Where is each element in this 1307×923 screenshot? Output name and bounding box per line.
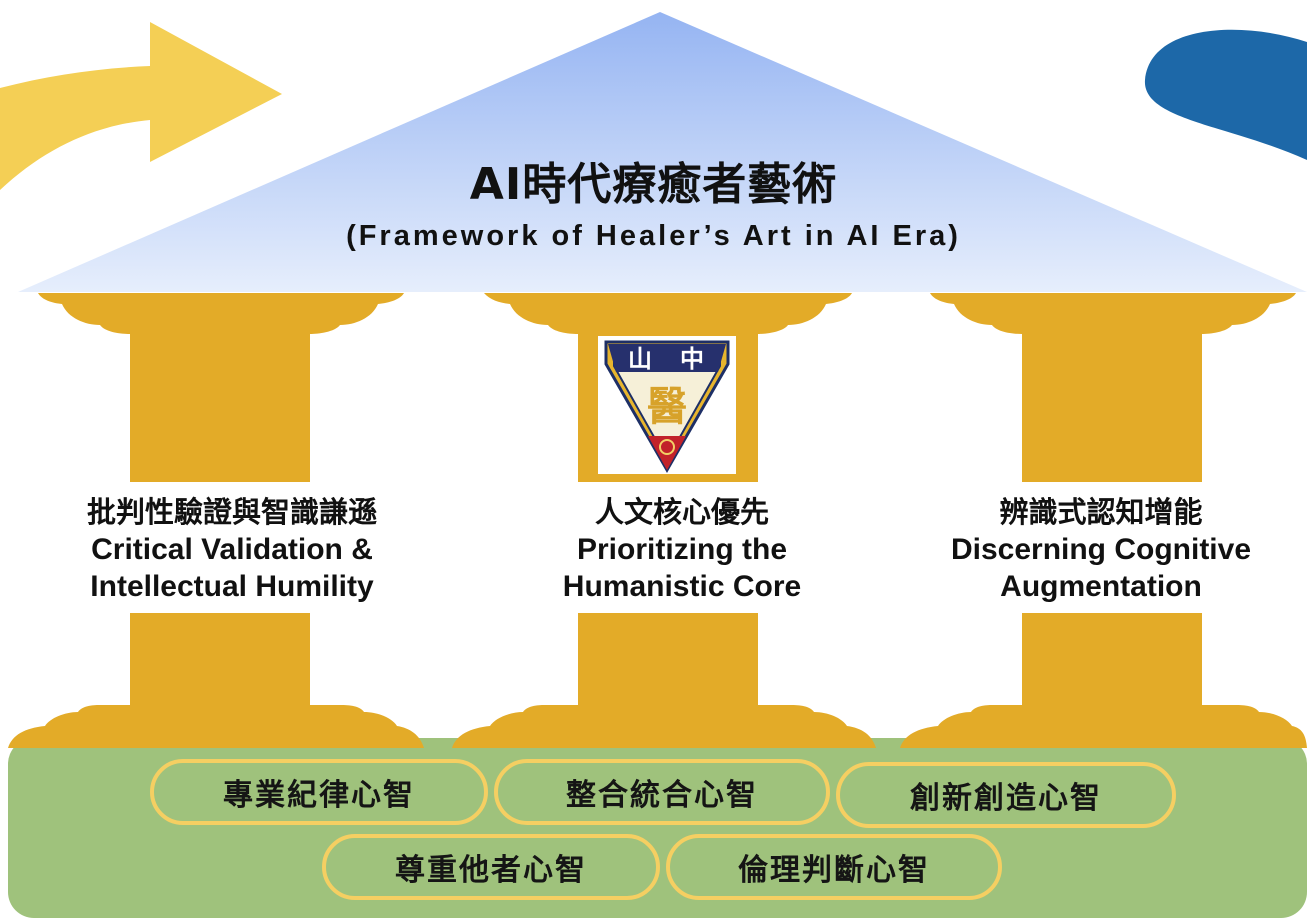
pillar-label-zh: 辨識式認知增能 bbox=[999, 495, 1203, 529]
roof-triangle bbox=[18, 12, 1307, 292]
university-logo: 山 中 醫 bbox=[598, 336, 736, 474]
logo-char-center: 醫 bbox=[647, 384, 687, 430]
pillar-label-en-line1: Prioritizing the bbox=[577, 533, 787, 566]
right-arrow-icon bbox=[1144, 29, 1307, 161]
logo-char-left: 山 bbox=[628, 345, 652, 373]
pillar-label-critical-validation: 批判性驗證與智識謙遜 Critical Validation & Intelle… bbox=[12, 487, 452, 613]
mind-pill-creating: 創新創造心智 bbox=[836, 762, 1176, 828]
pillar-right bbox=[900, 293, 1307, 748]
pillar-label-en-line1: Critical Validation & bbox=[91, 533, 373, 566]
pillar-label-en-line2: Humanistic Core bbox=[562, 570, 802, 603]
pillar-label-en-line1: Discerning Cognitive bbox=[950, 533, 1252, 566]
pillar-label-en-line2: Augmentation bbox=[1000, 570, 1202, 603]
left-arrow-icon bbox=[0, 22, 282, 190]
pillar-label-zh: 批判性驗證與智識謙遜 bbox=[86, 495, 377, 529]
roof-title: AI時代療癒者藝術 bbox=[469, 159, 838, 210]
pillar-label-zh: 人文核心優先 bbox=[594, 495, 769, 529]
logo-char-right: 中 bbox=[680, 345, 704, 373]
logo-emblem-icon: 山 中 醫 bbox=[604, 340, 730, 474]
pillar-label-humanistic-core: 人文核心優先 Prioritizing the Humanistic Core bbox=[462, 487, 902, 613]
roof-subtitle: (Framework of Healer’s Art in AI Era) bbox=[346, 220, 961, 252]
pillar-left bbox=[8, 293, 424, 748]
pillar-label-en-line2: Intellectual Humility bbox=[90, 570, 374, 603]
mind-pill-respectful: 尊重他者心智 bbox=[322, 834, 660, 900]
pillar-label-cognitive-augmentation: 辨識式認知增能 Discerning Cognitive Augmentatio… bbox=[895, 487, 1307, 613]
mind-pill-synthesizing: 整合統合心智 bbox=[494, 759, 830, 825]
mind-pill-ethical: 倫理判斷心智 bbox=[666, 834, 1002, 900]
mind-pill-disciplined: 專業紀律心智 bbox=[150, 759, 488, 825]
